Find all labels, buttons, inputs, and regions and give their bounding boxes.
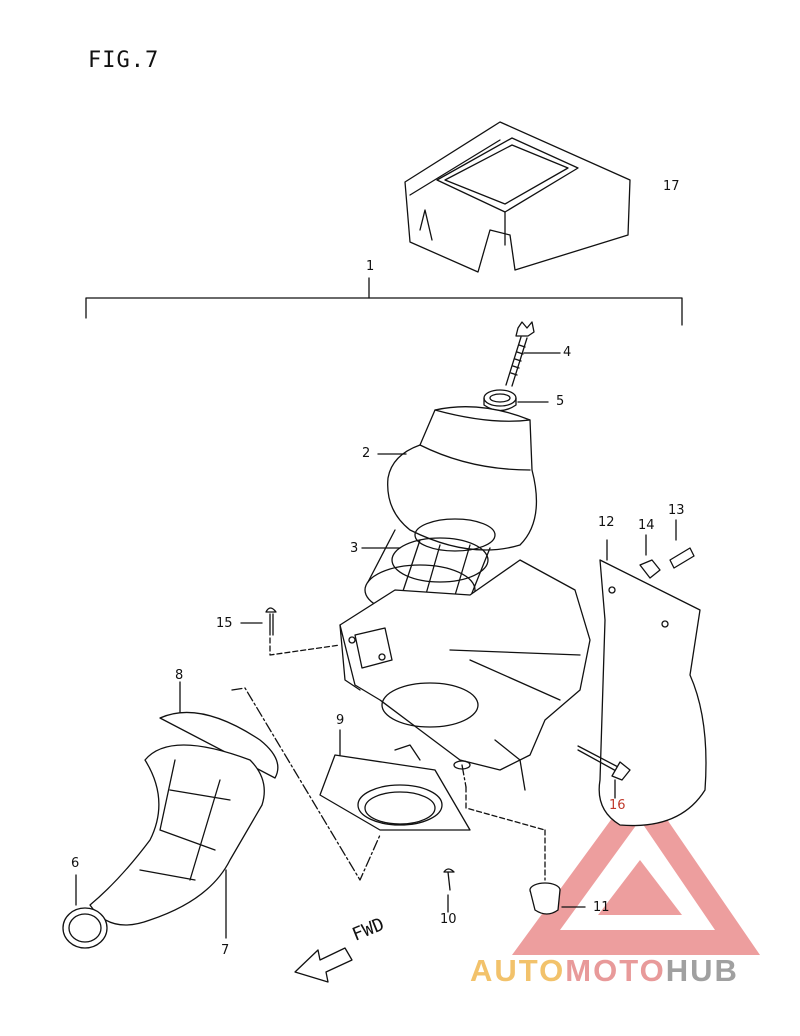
bracket-1	[85, 277, 683, 326]
screw-10	[443, 868, 455, 913]
callout-15: 15	[216, 616, 233, 631]
callout-5: 5	[556, 394, 565, 409]
callout-2: 2	[362, 446, 371, 461]
callout-3: 3	[350, 541, 359, 556]
screw-15	[240, 607, 341, 656]
callout-9: 9	[336, 713, 345, 728]
seal-ring-5	[483, 389, 549, 412]
callout-1: 1	[366, 259, 375, 274]
watermark-text-moto: MOTO	[565, 953, 666, 988]
bracket-plate-12	[598, 539, 707, 827]
callout-8: 8	[175, 668, 184, 683]
nut-14	[639, 534, 661, 579]
watermark-brand: AUTOMOTOHUB	[470, 955, 739, 986]
airbox-body-1	[339, 559, 591, 791]
watermark-text-hub: HUB	[665, 953, 739, 988]
clamp-6	[62, 874, 108, 949]
callout-11: 11	[593, 900, 610, 915]
watermark-text-auto: AUTO	[470, 953, 566, 988]
joint-flange-9	[319, 729, 471, 831]
callout-7: 7	[221, 943, 230, 958]
grommet-11	[465, 786, 586, 915]
fwd-arrow-icon	[294, 947, 353, 983]
callout-6: 6	[71, 856, 80, 871]
wing-bolt-4	[505, 321, 561, 387]
callout-16: 16	[609, 798, 626, 813]
callout-10: 10	[440, 912, 457, 927]
callout-4: 4	[563, 345, 572, 360]
inlet-duct-7	[89, 744, 265, 939]
callout-17: 17	[663, 179, 680, 194]
cover-17	[404, 121, 631, 273]
callout-14: 14	[638, 518, 655, 533]
callout-13: 13	[668, 503, 685, 518]
filter-element-2	[377, 406, 538, 551]
bolt-16	[577, 745, 631, 799]
assembly-leader-lines	[231, 687, 467, 881]
callout-12: 12	[598, 515, 615, 530]
bolt-13	[669, 519, 695, 569]
figure-title: FIG.7	[88, 48, 160, 73]
